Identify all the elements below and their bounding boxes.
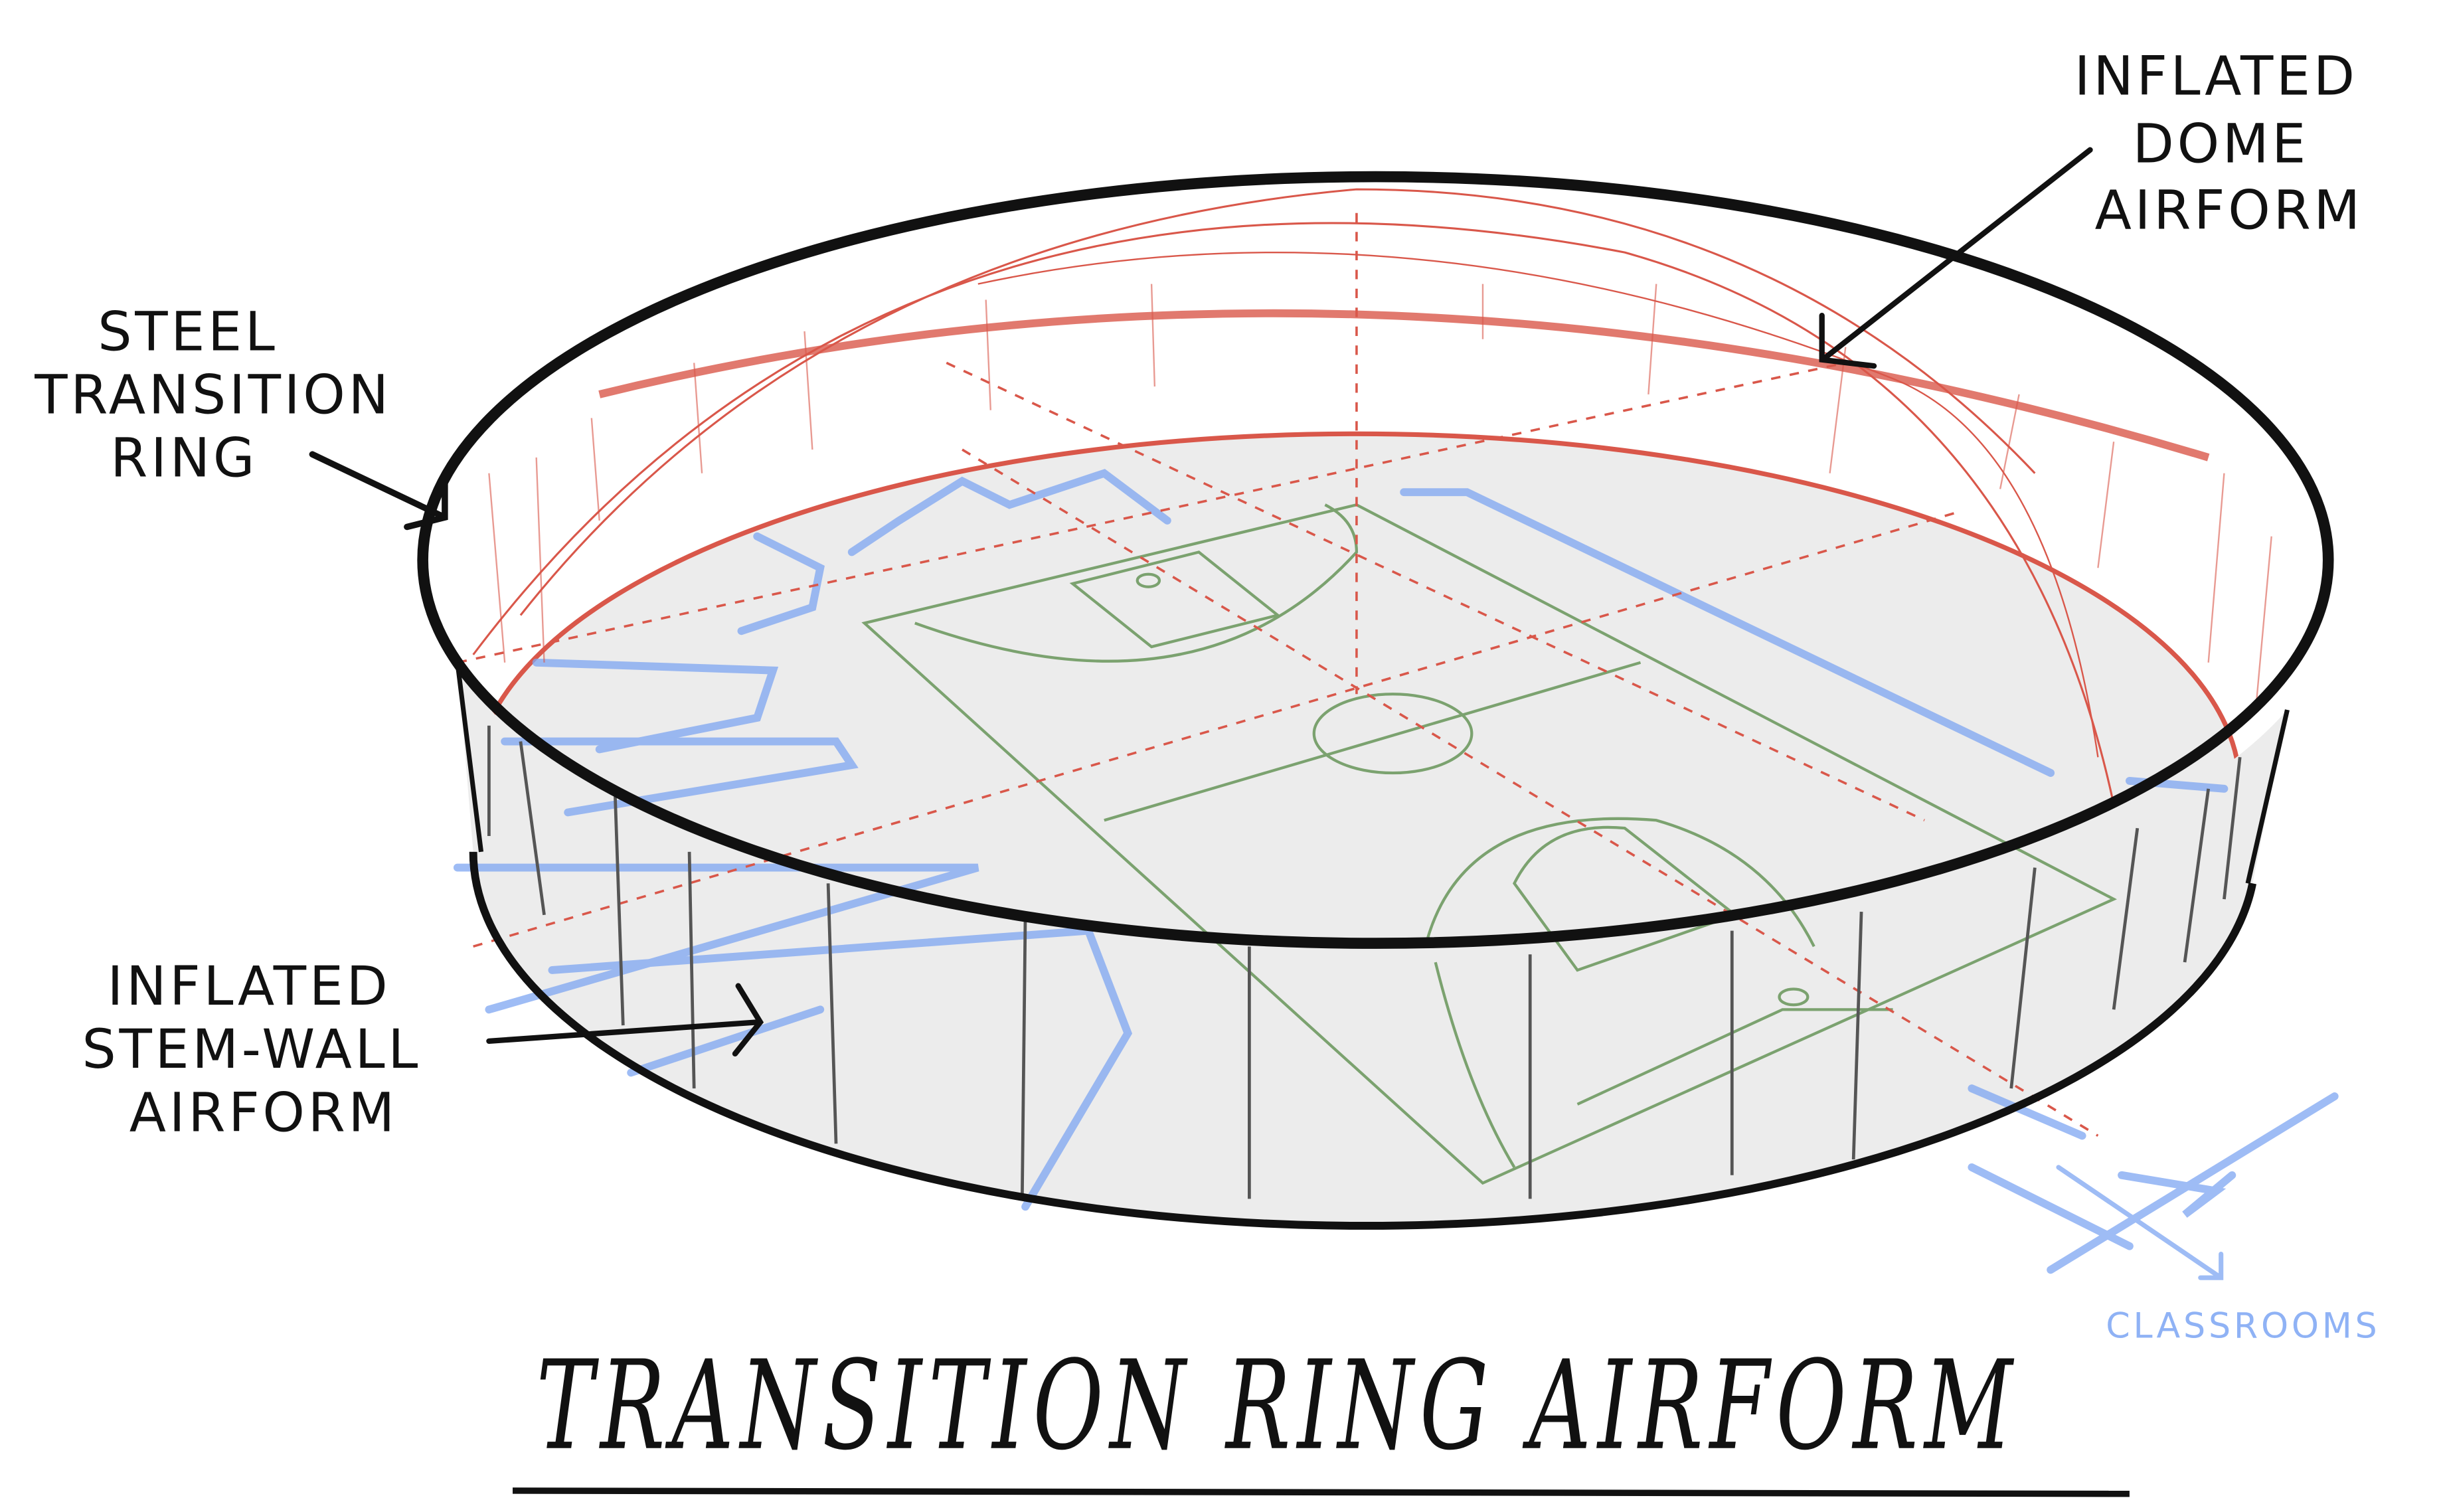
- svg-text:STEEL: STEEL: [98, 301, 278, 363]
- stem-wall-base: [469, 851, 2257, 1230]
- dome-airform: [457, 188, 2272, 1137]
- svg-text:RING: RING: [110, 427, 258, 489]
- stem-wall-label: INFLATED STEM-WALL AIRFORM: [82, 956, 422, 1144]
- title-underline: [513, 1487, 2130, 1497]
- svg-text:DOME: DOME: [2133, 114, 2309, 176]
- dome-arrow: [1819, 147, 2093, 369]
- stem-wall-posts: [487, 725, 2242, 1199]
- stem-wall-fill: [457, 662, 2288, 1226]
- basketball-court: [861, 503, 2118, 1185]
- stem-wall-arrow: [486, 983, 764, 1057]
- svg-text:INFLATED: INFLATED: [2074, 46, 2358, 108]
- svg-text:STEM-WALL: STEM-WALL: [82, 1019, 422, 1081]
- steel-ring-label: STEEL TRANSITION RING: [34, 301, 392, 489]
- svg-text:TRANSITION: TRANSITION: [34, 364, 392, 426]
- steel-transition-ring: [417, 171, 2334, 1230]
- classrooms-label: CLASSROOMS: [2106, 1305, 2380, 1346]
- dome-label: INFLATED DOME AIRFORM: [2074, 46, 2363, 242]
- svg-text:AIRFORM: AIRFORM: [129, 1082, 398, 1144]
- svg-text:AIRFORM: AIRFORM: [2095, 179, 2363, 242]
- steel-ring-arrow: [309, 451, 448, 531]
- site-plan-lines: [453, 469, 2339, 1280]
- svg-text:INFLATED: INFLATED: [108, 956, 391, 1018]
- diagram-title: TRANSITION RING AIRFORM: [537, 1334, 2019, 1477]
